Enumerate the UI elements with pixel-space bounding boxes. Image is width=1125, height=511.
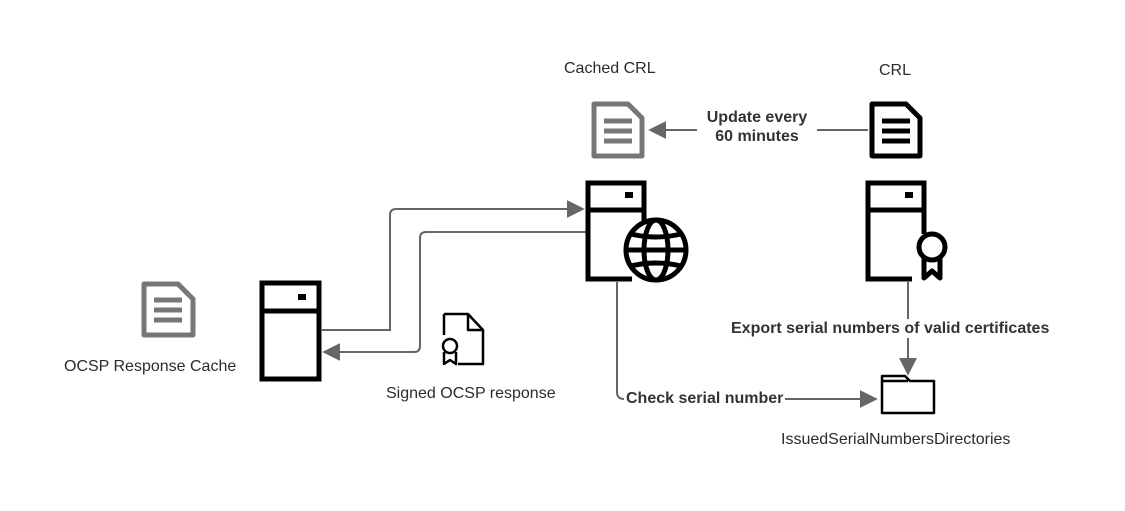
export-serials-label: Export serial numbers of valid certifica… (731, 319, 1050, 339)
folder-icon (880, 374, 936, 415)
issued-serial-dirs-label: IssuedSerialNumbersDirectories (781, 431, 1011, 448)
ocsp-cache-document-icon (141, 281, 196, 338)
crl-document-icon (869, 101, 923, 159)
cached-crl-document-icon (591, 101, 645, 159)
signed-ocsp-response-label: Signed OCSP response (386, 385, 556, 402)
certificate-ribbon-icon (916, 231, 948, 281)
ocsp-response-cache-label: OCSP Response Cache (64, 358, 237, 375)
cached-crl-label: Cached CRL (564, 60, 656, 77)
ocsp-client-server-icon (259, 280, 322, 382)
globe-icon (623, 217, 689, 283)
signed-response-document-icon (441, 312, 485, 366)
crl-label: CRL (879, 62, 912, 79)
ocsp-response-arrow (322, 231, 586, 361)
update-every-label: Update every 60 minutes (697, 108, 817, 147)
check-serial-label: Check serial number (624, 389, 786, 409)
check-serial-arrow (616, 282, 878, 408)
update-every-line1: Update every (706, 109, 808, 126)
ocsp-request-arrow (322, 200, 585, 331)
update-every-line2: 60 minutes (715, 128, 799, 146)
ca-server-icon (865, 180, 927, 282)
